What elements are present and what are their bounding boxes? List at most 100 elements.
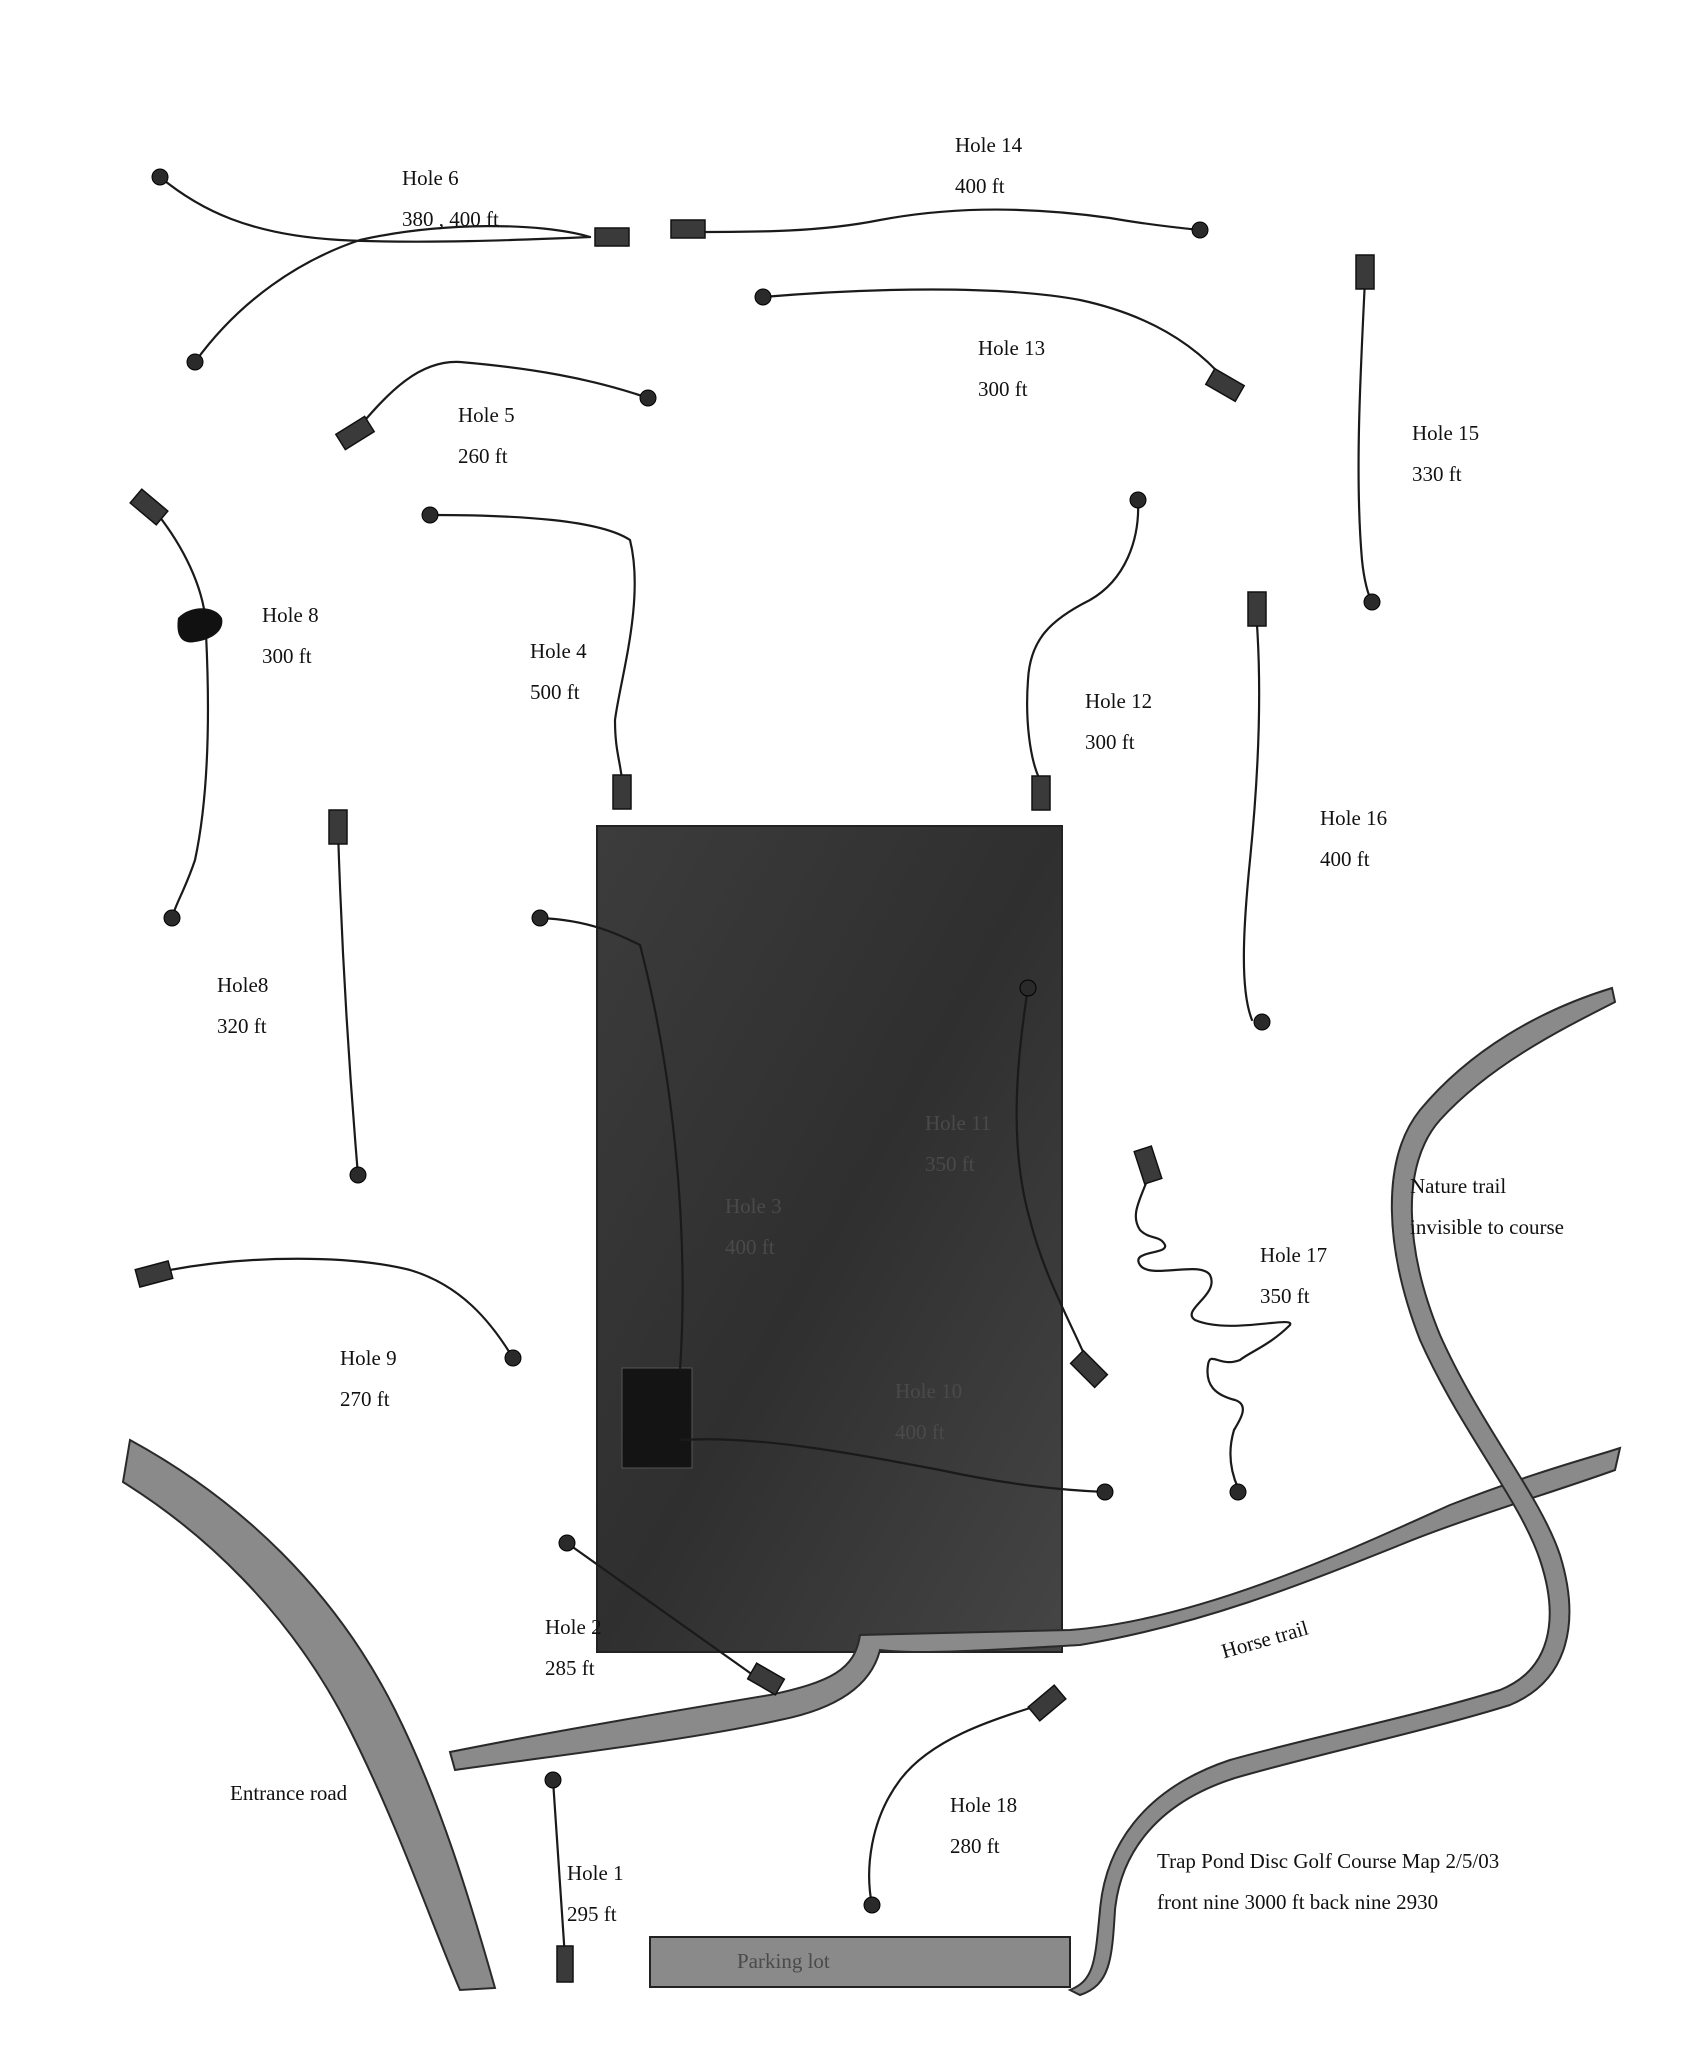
hole-9-basket xyxy=(504,1349,522,1367)
hole-1-name: Hole 1 xyxy=(567,1861,624,1885)
hole-5-distance: 260 ft xyxy=(458,444,508,468)
hole-5-fairway xyxy=(353,360,650,434)
horse-trail-label: Horse trail xyxy=(1219,1616,1312,1664)
hole-15-basket xyxy=(1363,593,1381,611)
hole-12-basket xyxy=(1129,491,1147,509)
nature-trail xyxy=(1067,986,1617,1997)
hole-11-tee xyxy=(1069,1349,1109,1389)
hole-2-name: Hole 2 xyxy=(545,1615,602,1639)
hole-10-basket xyxy=(1096,1483,1114,1501)
hole-6-distance: 380 , 400 ft xyxy=(402,207,499,231)
hole-4-basket xyxy=(421,506,439,524)
hole-3-distance: 400 ft xyxy=(725,1235,775,1259)
hole-9-distance: 270 ft xyxy=(340,1387,390,1411)
hole-5-basket xyxy=(639,389,657,407)
hole-4-fairway xyxy=(428,513,636,782)
wooded-area xyxy=(596,825,1063,1653)
hole-4-distance: 500 ft xyxy=(530,680,580,704)
hole-6-basket-b xyxy=(186,353,204,371)
hole-6-name: Hole 6 xyxy=(402,166,459,190)
hole-18-distance: 280 ft xyxy=(950,1834,1000,1858)
hole-18-tee xyxy=(1027,1684,1067,1722)
hole-12-name: Hole 12 xyxy=(1085,689,1152,713)
hole-17-distance: 350 ft xyxy=(1260,1284,1310,1308)
hole-5-name: Hole 5 xyxy=(458,403,515,427)
nature-trail-label-2: invisible to course xyxy=(1410,1215,1564,1239)
hole-14-distance: 400 ft xyxy=(955,174,1005,198)
parking-lot xyxy=(649,1936,1071,1988)
hole-8b-tee xyxy=(328,809,348,845)
hole-8-distance: 300 ft xyxy=(262,644,312,668)
hole-1-distance: 295 ft xyxy=(567,1902,617,1926)
hole-6-tee xyxy=(594,227,630,247)
hole-12-distance: 300 ft xyxy=(1085,730,1135,754)
hole-9-fairway xyxy=(168,1257,515,1360)
hole-8b-name: Hole8 xyxy=(217,973,268,997)
hole-17-tee xyxy=(1133,1145,1163,1185)
nature-trail-label-1: Nature trail xyxy=(1410,1174,1506,1198)
hole-8b-fairway xyxy=(336,828,360,1177)
hole-8-fairway xyxy=(148,503,210,920)
hole-18-name: Hole 18 xyxy=(950,1793,1017,1817)
hole-17-name: Hole 17 xyxy=(1260,1243,1327,1267)
hole-8-basket xyxy=(163,909,181,927)
hole-18-basket xyxy=(863,1896,881,1914)
entrance-road xyxy=(121,1438,497,1992)
hole-16-basket xyxy=(1253,1013,1271,1031)
hole-3-name: Hole 3 xyxy=(725,1194,782,1218)
hole-2-distance: 285 ft xyxy=(545,1656,595,1680)
hole-13-tee xyxy=(1204,367,1246,403)
hole-12-fairway xyxy=(1026,498,1140,782)
hole-11-name: Hole 11 xyxy=(925,1111,991,1135)
hole-8-rock xyxy=(177,608,223,643)
hole-15-distance: 330 ft xyxy=(1412,462,1462,486)
hole-6-basket-a xyxy=(151,168,169,186)
hole-8-tee xyxy=(129,488,169,526)
hole-17-basket xyxy=(1229,1483,1247,1501)
hole-15-fairway xyxy=(1357,278,1374,604)
map-subtitle: front nine 3000 ft back nine 2930 xyxy=(1157,1890,1438,1914)
hole-10-fairway xyxy=(678,1438,1107,1494)
hole-9-tee xyxy=(134,1259,174,1289)
hole-9-name: Hole 9 xyxy=(340,1346,397,1370)
hole-11-basket xyxy=(1019,979,1037,997)
hole-1-basket xyxy=(544,1771,562,1789)
entrance-road-label: Entrance road xyxy=(230,1781,348,1805)
hole-15-tee xyxy=(1355,254,1375,290)
hole-18-fairway xyxy=(868,1703,1042,1907)
hole-3-fairway xyxy=(538,916,684,1372)
hole-3-basket xyxy=(531,909,549,927)
hole-2-tee xyxy=(746,1662,786,1696)
hole-13-fairway xyxy=(761,288,1227,382)
hole-2-fairway xyxy=(565,1541,762,1682)
hole-13-basket xyxy=(754,288,772,306)
parking-lot-label: Parking lot xyxy=(737,1949,830,1973)
hole-15-name: Hole 15 xyxy=(1412,421,1479,445)
hole-14-name: Hole 14 xyxy=(955,133,1023,157)
hole-6-fairway-b xyxy=(193,225,592,364)
hole-5-tee xyxy=(334,415,376,451)
hole-1-fairway xyxy=(551,1778,567,1960)
hole-10-name: Hole 10 xyxy=(895,1379,962,1403)
hole-11-distance: 350 ft xyxy=(925,1152,975,1176)
hole-14-basket xyxy=(1191,221,1209,239)
hole-11-fairway xyxy=(1015,986,1092,1370)
hole-10-distance: 400 ft xyxy=(895,1420,945,1444)
hole-14-fairway xyxy=(688,208,1202,234)
hole-17-fairway xyxy=(1134,1176,1292,1490)
hole-13-name: Hole 13 xyxy=(978,336,1045,360)
hole-1-tee xyxy=(556,1945,574,1983)
hole-8b-basket xyxy=(349,1166,367,1184)
hole-2-basket xyxy=(558,1534,576,1552)
hole-6-fairway-a xyxy=(158,175,592,243)
hole-16-fairway xyxy=(1242,623,1261,1022)
hole-4-name: Hole 4 xyxy=(530,639,587,663)
tee-pad-area xyxy=(621,1367,693,1469)
hole-12-tee xyxy=(1031,775,1051,811)
hole-8-name: Hole 8 xyxy=(262,603,319,627)
hole-16-name: Hole 16 xyxy=(1320,806,1387,830)
hole-4-tee xyxy=(612,774,632,810)
hole-16-tee xyxy=(1247,591,1267,627)
hole-8b-distance: 320 ft xyxy=(217,1014,267,1038)
